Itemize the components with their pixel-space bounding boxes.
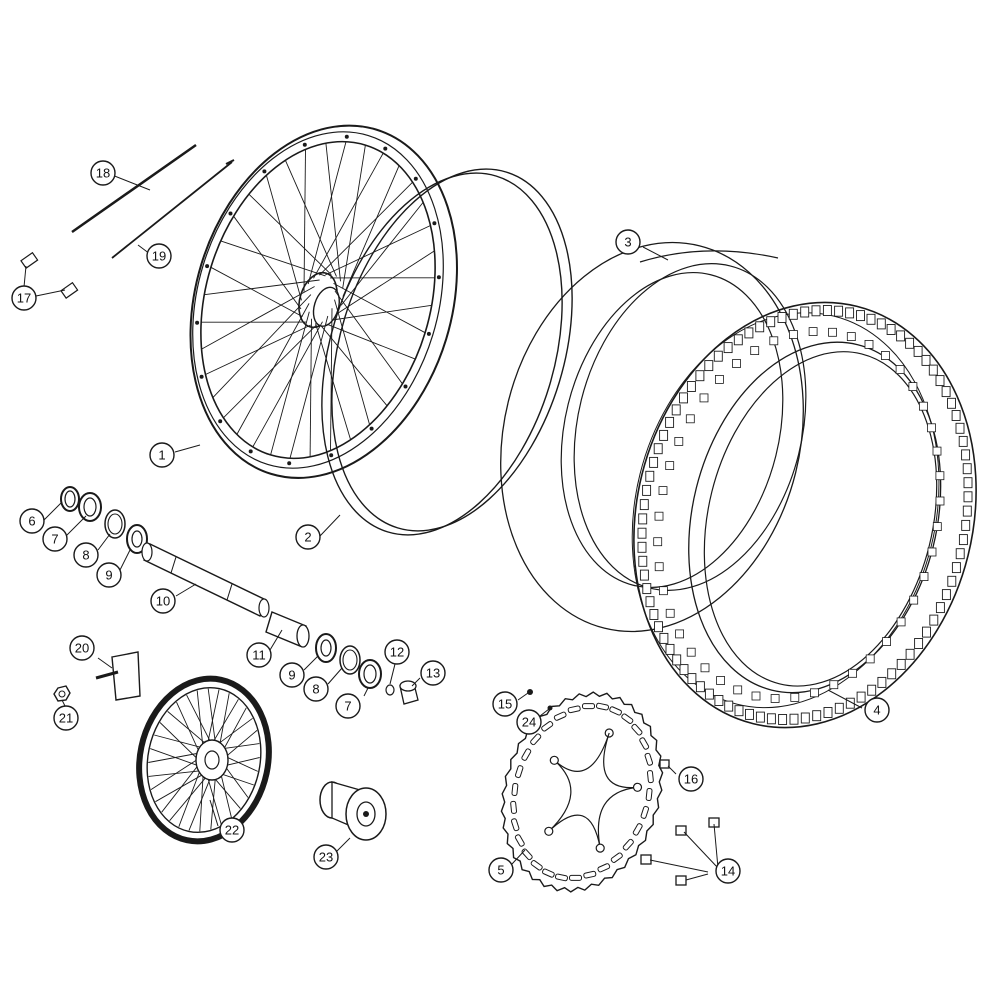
svg-text:20: 20 [75, 641, 89, 656]
svg-text:9: 9 [288, 668, 295, 683]
svg-text:1: 1 [158, 448, 165, 463]
disc-bolts [527, 689, 720, 886]
callout-19: 19 [146, 243, 172, 269]
svg-text:24: 24 [522, 715, 536, 730]
spoke-nipples [20, 251, 79, 299]
svg-text:17: 17 [17, 291, 31, 306]
callout-18: 18 [90, 160, 116, 186]
spoke-wires [71, 143, 235, 259]
callout-12: 12 [384, 639, 410, 665]
svg-text:16: 16 [684, 772, 698, 787]
brake-disc [500, 691, 664, 893]
callout-22: 22 [219, 817, 245, 843]
svg-text:9: 9 [105, 568, 112, 583]
callout-11: 11 [246, 642, 272, 668]
rim-band [321, 168, 573, 536]
callout-4: 4 [864, 697, 890, 723]
callout-24: 24 [516, 709, 542, 735]
callout-10: 10 [150, 588, 176, 614]
svg-text:7: 7 [344, 699, 351, 714]
callout-1: 1 [149, 442, 175, 468]
axle [141, 542, 270, 618]
svg-text:8: 8 [82, 548, 89, 563]
knobby-tyre [631, 301, 977, 729]
callout-17: 17 [11, 285, 37, 311]
svg-text:8: 8 [312, 682, 319, 697]
axle-kit-left [60, 486, 148, 554]
svg-text:21: 21 [59, 711, 73, 726]
axle-kit-right [265, 611, 419, 705]
callout-8-right: 8 [303, 676, 329, 702]
svg-text:2: 2 [304, 530, 311, 545]
svg-text:4: 4 [873, 703, 880, 718]
callout-14: 14 [715, 858, 741, 884]
svg-text:10: 10 [156, 594, 170, 609]
callout-9-left: 9 [96, 562, 122, 588]
tyre-lock-bracket [53, 651, 141, 702]
callout-8-left: 8 [73, 542, 99, 568]
diagram-artwork [20, 124, 977, 893]
callout-20: 20 [69, 635, 95, 661]
callout-3: 3 [615, 229, 641, 255]
svg-text:3: 3 [624, 235, 631, 250]
callout-2: 2 [295, 524, 321, 550]
svg-text:22: 22 [225, 823, 239, 838]
svg-text:18: 18 [96, 166, 110, 181]
leader-lines [23, 174, 863, 881]
svg-text:11: 11 [252, 648, 266, 663]
svg-text:23: 23 [319, 850, 333, 865]
complete-wheel [136, 675, 272, 845]
callout-6: 6 [19, 508, 45, 534]
svg-text:14: 14 [721, 864, 735, 879]
callout-7-right: 7 [335, 693, 361, 719]
svg-text:13: 13 [426, 666, 440, 681]
svg-text:7: 7 [51, 532, 58, 547]
callout-5: 5 [488, 857, 514, 883]
part-callouts: 18 19 17 1 2 3 4 5 6 7 8 9 10 11 9 8 7 1… [11, 160, 890, 884]
callout-13: 13 [420, 660, 446, 686]
spoked-rim [189, 124, 458, 479]
hub [319, 781, 387, 841]
callout-7-left: 7 [42, 526, 68, 552]
callout-16: 16 [678, 766, 704, 792]
svg-text:19: 19 [152, 249, 166, 264]
callout-23: 23 [313, 844, 339, 870]
svg-text:5: 5 [497, 863, 504, 878]
callout-15: 15 [492, 691, 518, 717]
svg-text:12: 12 [390, 645, 404, 660]
svg-text:15: 15 [498, 697, 512, 712]
callout-21: 21 [53, 705, 79, 731]
svg-text:6: 6 [28, 514, 35, 529]
callout-9-right: 9 [279, 662, 305, 688]
